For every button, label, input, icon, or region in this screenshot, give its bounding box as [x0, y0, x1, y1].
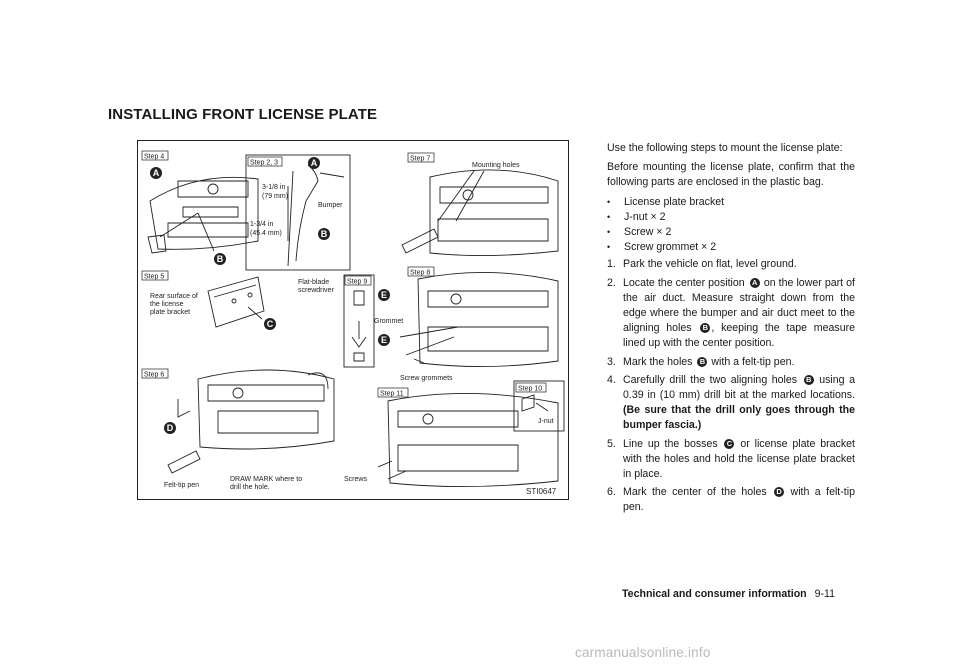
step-3: 3. Mark the holes B with a felt-tip pen.	[607, 355, 855, 370]
step-warning: (Be sure that the drill only goes throug…	[623, 404, 855, 432]
step-text: or license plate bracket with the holes …	[623, 437, 855, 481]
letter-markers: A B A B C E E D	[150, 157, 390, 434]
step-tag-7: Step 7	[410, 156, 430, 163]
step-number: 6.	[607, 486, 616, 499]
step-tag-10: Step 10	[518, 386, 542, 393]
label-rear-surface-3: plate bracket	[150, 309, 190, 316]
step-6: 6. Mark the center of the holes D with a…	[607, 485, 855, 515]
marker-a-detail: A	[311, 158, 318, 168]
footer-section-title: Technical and consumer information	[622, 588, 807, 600]
parts-list: License plate bracket J-nut × 2 Screw × …	[607, 195, 855, 256]
label-bumper: Bumper	[318, 202, 343, 209]
step-text: with a felt-tip pen.	[711, 355, 795, 368]
steps-list: 1. Park the vehicle on flat, level groun…	[607, 257, 855, 515]
step-text: on the lower part of the air duct. Measu…	[623, 276, 855, 335]
step-4: 4. Carefully drill the two aligning hole…	[607, 373, 855, 434]
step-tag-8: Step 8	[410, 270, 430, 277]
marker-d-badge: D	[774, 487, 785, 498]
label-measure-1: 3-1/8 in	[262, 184, 285, 191]
step-number: 5.	[607, 437, 616, 450]
installation-diagram: Step 4 Step 2, 3 Step 5 Step 9 Step 6 St…	[137, 140, 569, 500]
step-tag-9: Step 9	[347, 279, 367, 286]
parts-list-item: Screw grommet × 2	[607, 240, 855, 255]
intro-paragraph: Use the following steps to mount the lic…	[607, 142, 843, 154]
marker-b-badge: B	[700, 323, 711, 334]
label-grommet: Grommet	[374, 318, 403, 325]
page-number: 9-11	[814, 588, 836, 600]
parts-list-item: License plate bracket	[607, 195, 855, 210]
label-flat-blade-1: Flat-blade	[298, 279, 329, 286]
step-text: Carefully drill the two aligning holes	[623, 373, 798, 386]
marker-e-top: E	[381, 290, 387, 300]
page-footer: Technical and consumer information 9-11	[622, 588, 835, 600]
step-5: 5. Line up the bosses C or license plate…	[607, 437, 855, 483]
parts-list-item: J-nut × 2	[607, 210, 855, 225]
step-text: Mark the center of the holes	[623, 486, 767, 499]
page-title: INSTALLING FRONT LICENSE PLATE	[108, 106, 378, 123]
marker-c: C	[267, 319, 274, 329]
step-text: Line up the bosses	[623, 437, 718, 450]
step-2: 2. Locate the center position A on the l…	[607, 276, 855, 352]
step-text: , keeping the tape measure lined up with…	[623, 322, 856, 350]
diagram-labels: 3-1/8 in (79 mm) 1-3/4 in (45.4 mm) Bump…	[150, 162, 557, 496]
label-felt-tip-pen: Felt-tip pen	[164, 482, 199, 489]
label-rear-surface-2: the license	[150, 301, 184, 308]
step-tag-6: Step 6	[144, 372, 164, 379]
label-screw-grommets: Screw grommets	[400, 375, 453, 382]
parts-check-paragraph: Before mounting the license plate, confi…	[607, 161, 855, 189]
step-tag-4: Step 4	[144, 154, 164, 161]
marker-b-detail: B	[321, 229, 328, 239]
marker-b-badge: B	[803, 374, 814, 385]
label-flat-blade-2: screwdriver	[298, 287, 334, 294]
step-tag-2-3: Step 2, 3	[250, 160, 278, 167]
label-draw-mark-1: DRAW MARK where to	[230, 476, 302, 483]
label-measure-2-mm: (45.4 mm)	[250, 230, 282, 237]
step-text: Locate the center position	[623, 276, 745, 289]
label-draw-mark-2: drill the hole.	[230, 484, 270, 491]
step-tags: Step 4 Step 2, 3 Step 5 Step 9 Step 6 St…	[141, 150, 547, 398]
instructions-column: Use the following steps to mount the lic…	[607, 141, 855, 519]
marker-c-badge: C	[724, 438, 735, 449]
step-text: using a 0.39 in (10 mm) drill bit at the…	[623, 373, 855, 402]
step-number: 2.	[607, 276, 616, 289]
marker-e-bottom: E	[381, 335, 387, 345]
label-screws: Screws	[344, 476, 367, 483]
figure-code: STI0647	[526, 487, 557, 496]
label-mounting-holes: Mounting holes	[472, 162, 520, 169]
step-number: 4.	[607, 373, 616, 386]
step-text: Park the vehicle on flat, level ground.	[623, 258, 797, 271]
step-text: Mark the holes	[623, 355, 693, 368]
watermark: carmanualsonline.info	[575, 645, 711, 660]
parts-list-item: Screw × 2	[607, 225, 855, 240]
marker-a-badge: A	[749, 277, 760, 288]
diagram-drawing: Step 4 Step 2, 3 Step 5 Step 9 Step 6 St…	[141, 150, 565, 496]
step-tag-11: Step 11	[380, 391, 404, 398]
marker-a: A	[153, 168, 160, 178]
marker-b: B	[217, 254, 224, 264]
label-measure-2: 1-3/4 in	[250, 221, 273, 228]
marker-b-badge: B	[697, 356, 708, 367]
step-tag-5: Step 5	[144, 274, 164, 281]
marker-d: D	[167, 423, 174, 433]
label-rear-surface-1: Rear surface of	[150, 293, 198, 300]
label-j-nut: J-nut	[538, 418, 554, 425]
label-measure-1-mm: (79 mm)	[262, 193, 288, 200]
step-number: 3.	[607, 355, 616, 368]
step-number: 1.	[607, 258, 616, 271]
step-text: with a felt-tip pen.	[623, 486, 855, 514]
step-1: 1. Park the vehicle on flat, level groun…	[607, 257, 855, 272]
